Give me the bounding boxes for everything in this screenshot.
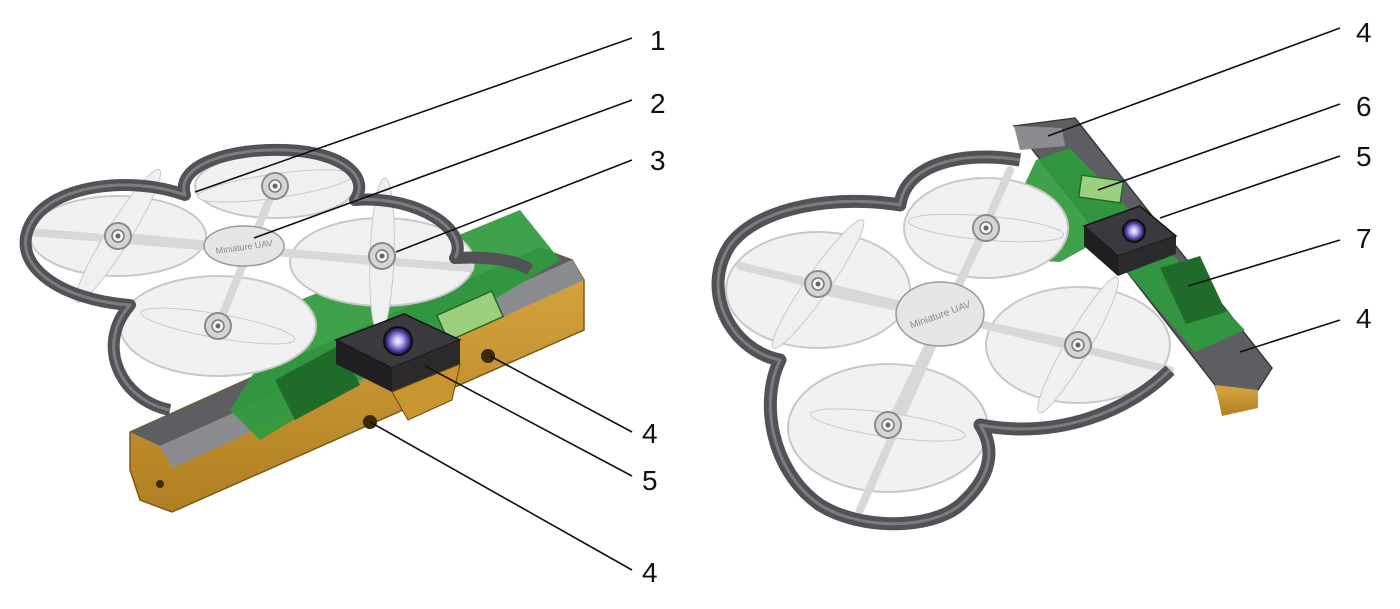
left-frame-guard (19, 143, 534, 416)
right-frame-guard (711, 150, 1175, 531)
left-callouts: 1 2 3 4 5 4 (642, 25, 666, 588)
right-callout-6: 6 (1356, 91, 1372, 122)
right-camera-module (1082, 205, 1178, 276)
left-callout-4b: 4 (642, 557, 658, 588)
right-callout-5: 5 (1356, 141, 1372, 172)
left-callout-1: 1 (650, 25, 666, 56)
right-leader-lines (1047, 27, 1341, 353)
left-callout-2: 2 (650, 88, 666, 119)
right-center-hub: Miniature UAV (895, 281, 985, 347)
left-callout-4a: 4 (642, 418, 658, 449)
right-callouts: 4 6 5 7 4 (1356, 17, 1372, 334)
left-callout-5: 5 (642, 465, 658, 496)
right-callout-4a: 4 (1356, 17, 1372, 48)
left-drone-view: Miniature UAV 1 2 3 4 (19, 25, 666, 588)
right-drone-view: Miniature UAV 4 6 5 7 4 (711, 17, 1372, 531)
left-center-hub: Miniature UAV (203, 225, 285, 267)
right-callout-7: 7 (1356, 223, 1372, 254)
left-leader-lines (194, 37, 633, 571)
right-callout-4b: 4 (1356, 303, 1372, 334)
left-callout-3: 3 (650, 145, 666, 176)
